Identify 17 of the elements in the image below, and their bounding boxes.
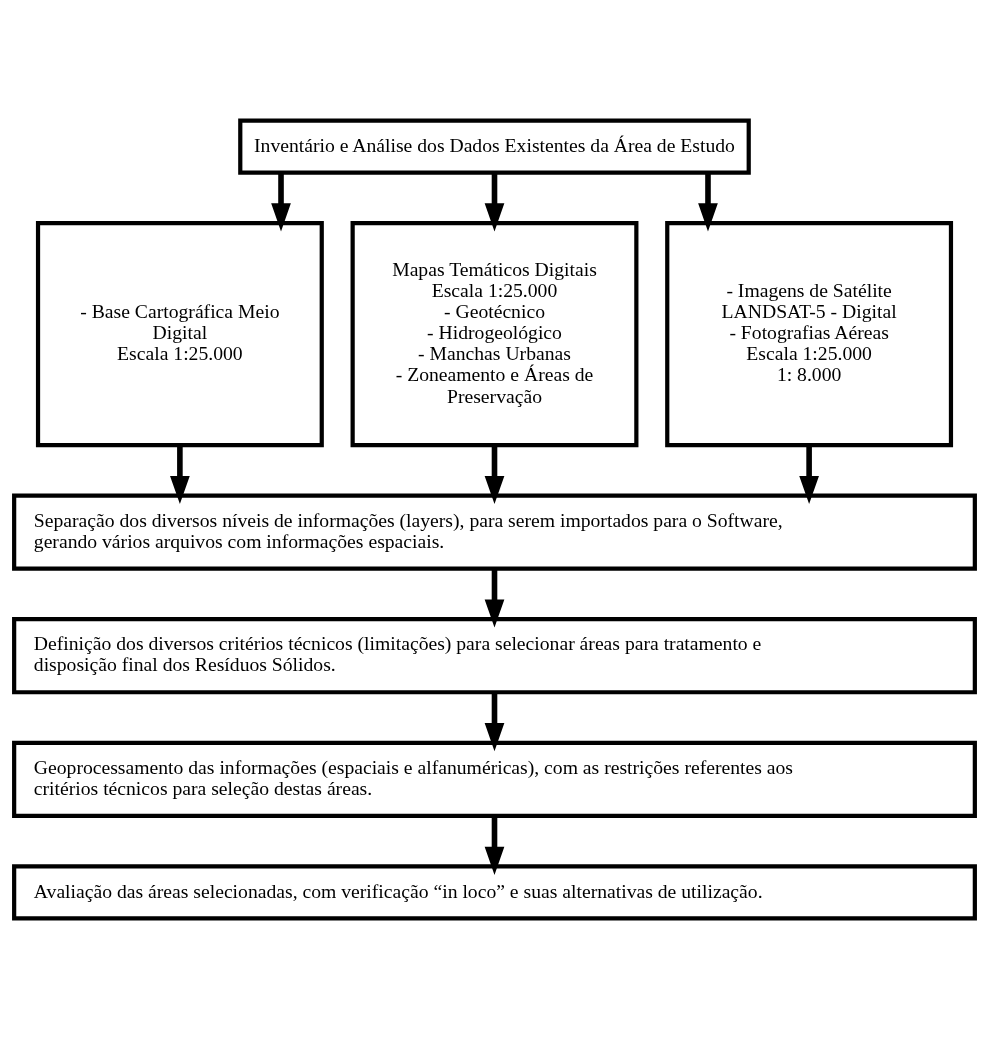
- arrow: [170, 445, 190, 505]
- node-box: Geoprocessamento das informações (espaciais e alfanuméricas), com as restrições referentes aos critérios técnicos para seleção destas áreas.: [12, 740, 977, 818]
- arrow: [799, 445, 819, 505]
- arrow: [484, 172, 505, 232]
- node-box: Separação dos diversos níveis de informações (layers), para serem importados para o Software, gerando vários arquivos com informações espaciais.: [12, 493, 977, 571]
- arrow: [484, 445, 505, 505]
- node-box: - Base Cartográfica Meio Digital Escala 1:25.000: [35, 221, 324, 448]
- arrow: [484, 816, 505, 875]
- arrow: [484, 692, 505, 752]
- node-box: Mapas Temáticos Digitais Escala 1:25.000 - Geotécnico - Hidrogeológico - Manchas Urbanas - Zoneamento e Áreas de Preservação: [350, 221, 639, 448]
- arrow: [271, 172, 291, 232]
- arrow: [484, 569, 505, 628]
- arrow: [698, 172, 718, 232]
- node-box: Inventário e Análise dos Dados Existentes da Área de Estudo: [238, 118, 751, 175]
- node-box: Avaliação das áreas selecionadas, com verificação “in loco” e suas alternativas de utilização.: [12, 864, 977, 921]
- node-box: Definição dos diversos critérios técnicos (limitações) para selecionar áreas para tratamento e disposição final dos Resíduos Sólidos.: [12, 617, 977, 695]
- node-box: - Imagens de Satélite LANDSAT-5 - Digital - Fotografias Aéreas Escala 1:25.000 1: 8.000: [665, 221, 954, 448]
